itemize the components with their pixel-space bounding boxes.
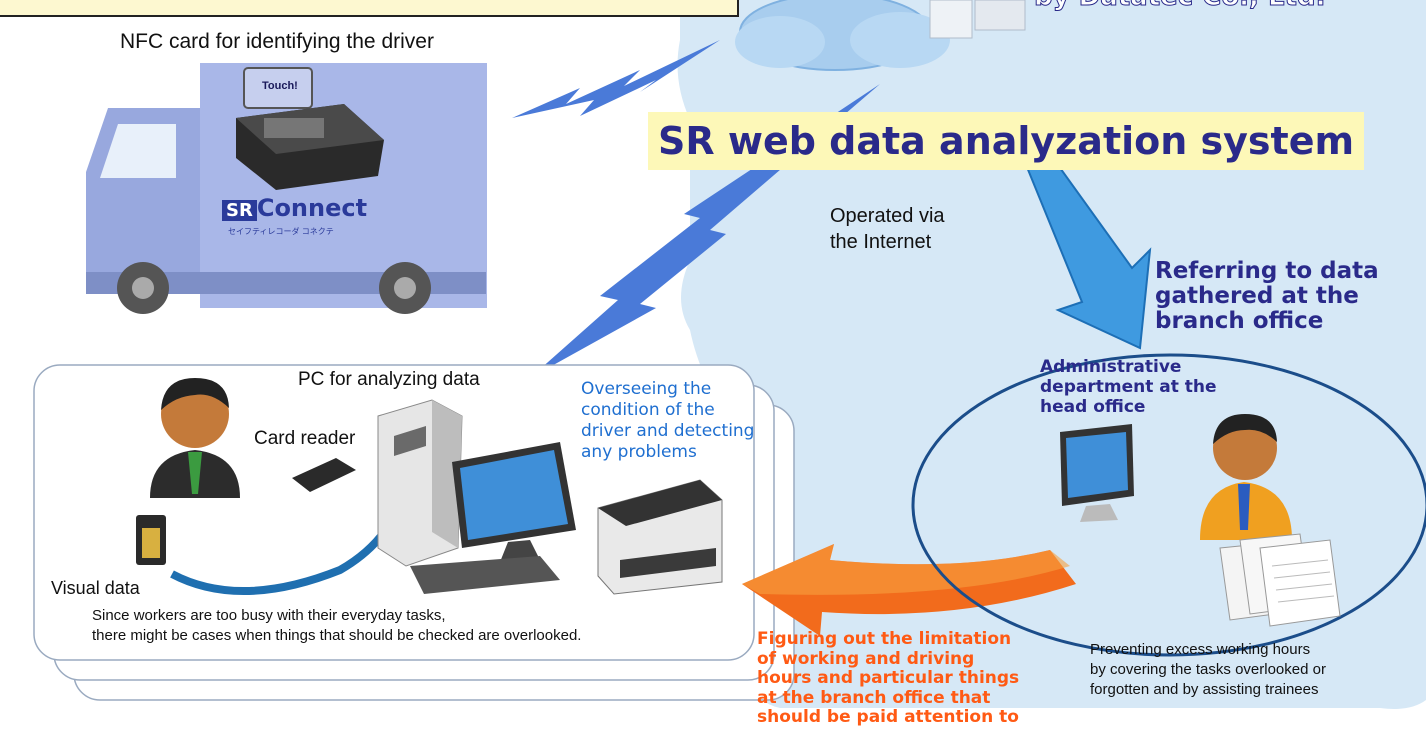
- figuring-line: Figuring out the limitation: [757, 629, 1012, 649]
- referring-line: branch office: [1155, 308, 1324, 334]
- visual-data-label: Visual data: [51, 578, 140, 598]
- lightning-truck-cloud: [512, 40, 720, 118]
- arrow-visual-to-pc: [170, 517, 396, 595]
- referring-line: gathered at the: [1155, 283, 1359, 309]
- sr-badge: SR: [222, 200, 257, 221]
- head-office-line: department at the: [1040, 377, 1217, 397]
- head-office-line: Administrative: [1040, 357, 1182, 377]
- preventing-line: Preventing excess working hours: [1090, 641, 1311, 658]
- overseeing-line: driver and detecting: [581, 421, 755, 441]
- sr-connect-subtitle: セイフティレコーダ コネクテ: [228, 227, 334, 236]
- person-icon-branch: [150, 378, 240, 498]
- documents-icon: [1219, 533, 1341, 627]
- card-reader-icon: [292, 458, 356, 492]
- printer-icon: [597, 479, 723, 595]
- busy-note-line: Since workers are too busy with their ev…: [92, 607, 446, 624]
- busy-note: Since workers are too busy with their ev…: [92, 606, 581, 646]
- keyboard-icon: [410, 556, 560, 594]
- figuring-line: should be paid attention to: [757, 707, 1019, 727]
- figuring-line: at the branch office that: [757, 687, 991, 708]
- touch-label: Touch!: [262, 80, 298, 92]
- head-office-ellipse: [911, 353, 1426, 657]
- preventing-label: Preventing excess working hours by cover…: [1090, 640, 1326, 700]
- system-title: SR web data analyzation system: [648, 112, 1365, 170]
- figuring-line: hours and particular things: [757, 668, 1020, 688]
- overseeing-label: Overseeing the condition of the driver a…: [581, 379, 754, 463]
- overseeing-line: condition of the: [581, 400, 715, 420]
- top-caption: by Datatec Co., Ltd.: [1033, 0, 1325, 13]
- figuring-label: Figuring out the limitation of working a…: [757, 629, 1020, 728]
- server-icon: [929, 0, 1026, 39]
- pc-tower-icon: [377, 399, 463, 567]
- brand-name: Connect: [256, 194, 368, 222]
- nfc-card-label: NFC card for identifying the driver: [120, 30, 434, 53]
- head-office-line: head office: [1040, 397, 1146, 417]
- pc-label: PC for analyzing data: [298, 369, 480, 390]
- person-icon-head-office: [1200, 414, 1292, 540]
- head-office-label: Administrative department at the head of…: [1040, 357, 1217, 417]
- overseeing-line: Overseeing the: [581, 379, 712, 399]
- preventing-line: forgotten and by assisting trainees: [1090, 681, 1319, 698]
- referring-label: Referring to data gathered at the branch…: [1155, 259, 1379, 334]
- sr-connect-device-icon: [236, 67, 384, 190]
- internet-label-line: the Internet: [830, 231, 932, 253]
- header-box: [0, 0, 739, 17]
- internet-label: Operated via the Internet: [830, 203, 945, 255]
- busy-note-line: there might be cases when things that sh…: [92, 627, 582, 644]
- preventing-line: by covering the tasks overlooked or: [1090, 661, 1326, 678]
- monitor-icon-head-office: [1060, 424, 1134, 522]
- card-reader-label: Card reader: [254, 428, 356, 449]
- monitor-icon: [452, 442, 576, 562]
- cloud-icon: [735, 0, 950, 71]
- sd-card-icon: [136, 515, 166, 565]
- figuring-line: of working and driving: [757, 648, 975, 669]
- referring-line: Referring to data: [1155, 258, 1379, 284]
- internet-label-line: Operated via: [830, 205, 945, 227]
- overseeing-line: any problems: [581, 442, 697, 462]
